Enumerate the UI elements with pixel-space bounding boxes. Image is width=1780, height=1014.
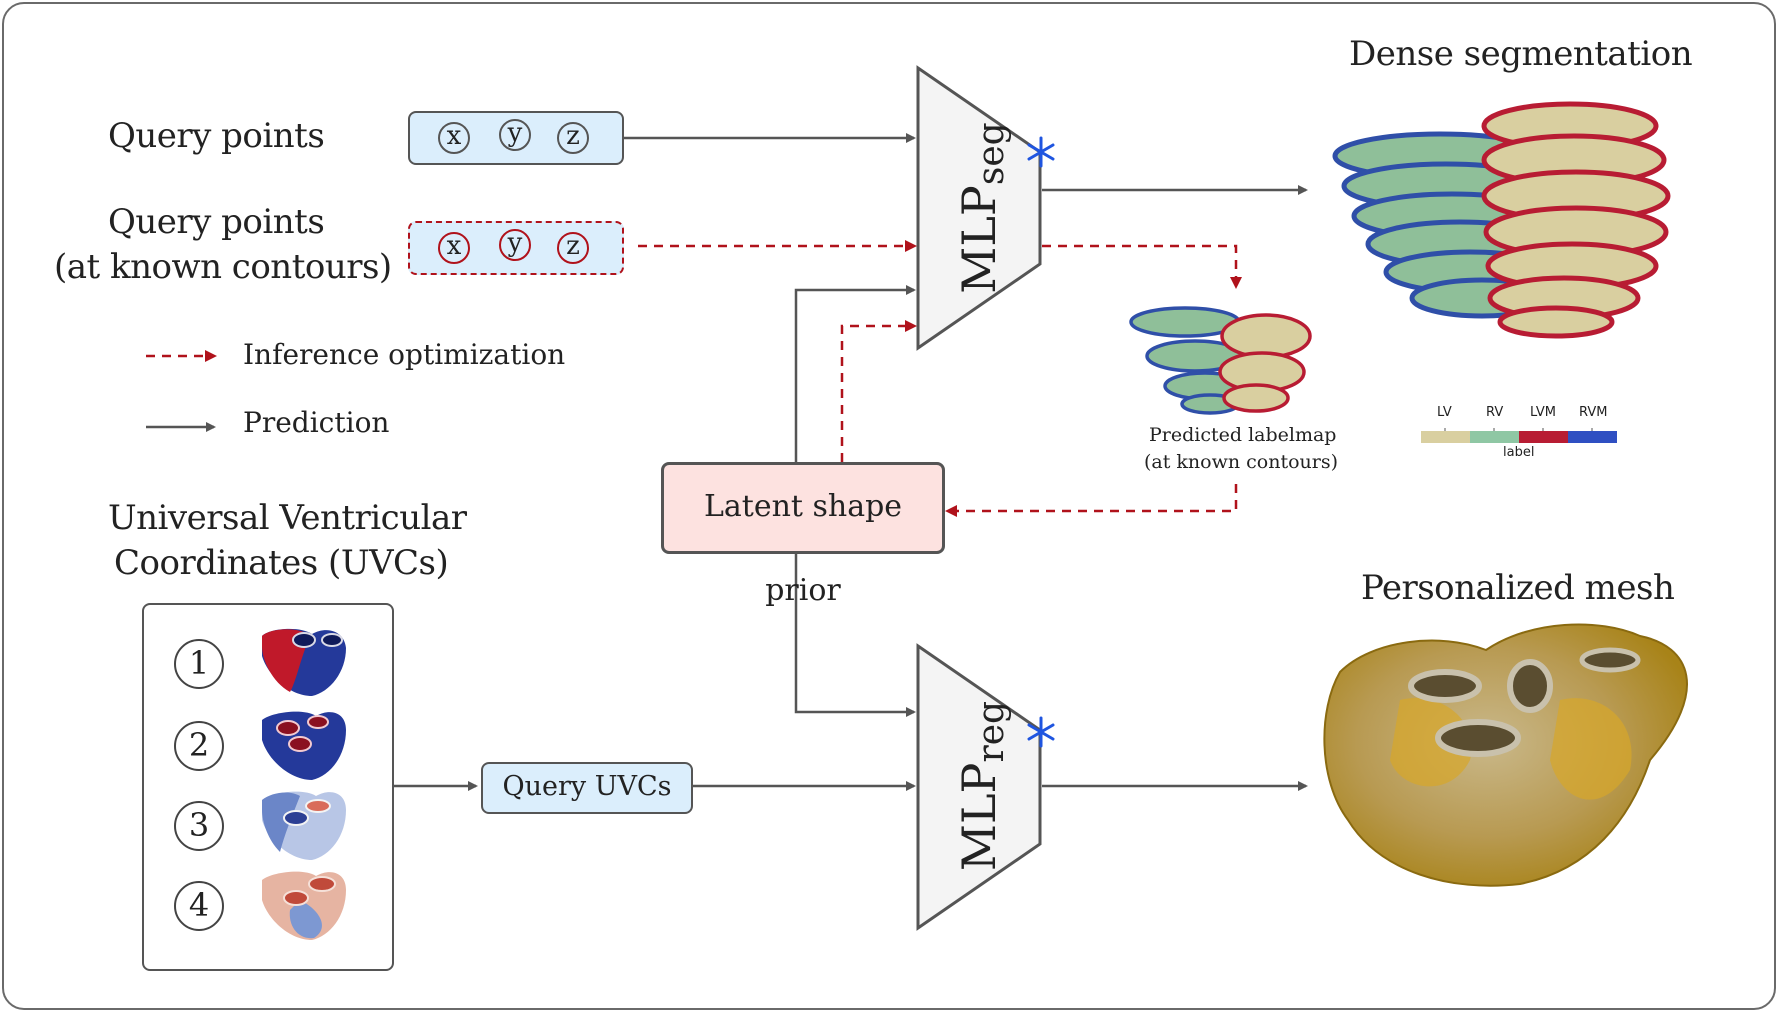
uvc-item-4: 4 — [174, 881, 224, 931]
colorbar-rvm — [1568, 431, 1617, 443]
query-points-known-box: x y z — [408, 221, 624, 275]
prediction-arrows — [146, 133, 1308, 791]
mlp-reg-label: MLPreg — [952, 701, 1012, 872]
mlp-seg-sub: seg — [971, 122, 1012, 186]
heart-uvc-icon — [262, 871, 346, 940]
mlp-reg-main: MLP — [952, 762, 1006, 872]
latent-shape-prior-box: Latent shape prior — [661, 462, 945, 608]
query-points-known-label-line2: (at known contours) — [54, 247, 392, 287]
legend-prediction-label: Prediction — [243, 406, 390, 439]
uvc-title-line2: Coordinates (UVCs) — [114, 543, 449, 583]
uvc-item-2: 2 — [174, 721, 224, 771]
colorbar-tick-rv: RV — [1486, 405, 1504, 420]
mlp-reg-block — [916, 643, 1042, 931]
mlp-seg-block — [916, 65, 1042, 351]
mlp-seg-main: MLP — [952, 185, 1006, 294]
label-colorbar — [1421, 428, 1617, 443]
coord-y: y — [499, 119, 531, 151]
personalized-mesh-title: Personalized mesh — [1361, 568, 1675, 608]
query-uvcs-label: Query UVCs — [502, 771, 672, 802]
colorbar-lv — [1421, 431, 1470, 443]
predicted-labelmap-caption-line2: (at known contours) — [1144, 451, 1339, 473]
snowflake-icon — [1027, 136, 1055, 168]
snowflake-icon — [1027, 716, 1055, 748]
query-points-box: x y z — [408, 111, 624, 165]
coord-z: z — [557, 122, 589, 154]
query-points-known-label-line1: Query points — [108, 202, 325, 242]
coord-y: y — [499, 229, 531, 261]
inference-arrows — [146, 240, 1242, 517]
heart-mesh-icon — [1323, 623, 1688, 887]
coord-z: z — [557, 232, 589, 264]
coord-x: x — [438, 122, 470, 154]
heart-uvc-icon — [262, 628, 346, 696]
colorbar-rv — [1470, 431, 1519, 443]
coord-x: x — [438, 232, 470, 264]
uvc-item-1: 1 — [174, 639, 224, 689]
latent-shape-prior-label: Latent shape prior — [703, 489, 903, 608]
query-uvcs-box: Query UVCs — [481, 762, 693, 814]
dense-segmentation-title: Dense segmentation — [1349, 34, 1693, 74]
colorbar-title: label — [1503, 445, 1535, 460]
uvc-item-3: 3 — [174, 801, 224, 851]
colorbar-tick-lvm: LVM — [1530, 405, 1556, 420]
heart-uvc-icon — [262, 711, 346, 780]
query-points-label: Query points — [108, 116, 325, 156]
mlp-seg-label: MLPseg — [952, 122, 1012, 294]
legend-inference-label: Inference optimization — [243, 338, 566, 371]
colorbar-lvm — [1519, 431, 1568, 443]
predicted-labelmap-caption-line1: Predicted labelmap — [1149, 424, 1337, 446]
heart-uvc-icon — [262, 791, 346, 860]
uvc-panel: 1 2 3 4 — [142, 603, 394, 971]
heart-labelmap-icon — [1129, 306, 1312, 415]
colorbar-tick-lv: LV — [1437, 405, 1452, 420]
mlp-reg-sub: reg — [971, 700, 1012, 763]
heart-segmentation-icon — [1332, 101, 1671, 339]
colorbar-tick-rvm: RVM — [1579, 405, 1608, 420]
uvc-title-line1: Universal Ventricular — [108, 498, 467, 538]
